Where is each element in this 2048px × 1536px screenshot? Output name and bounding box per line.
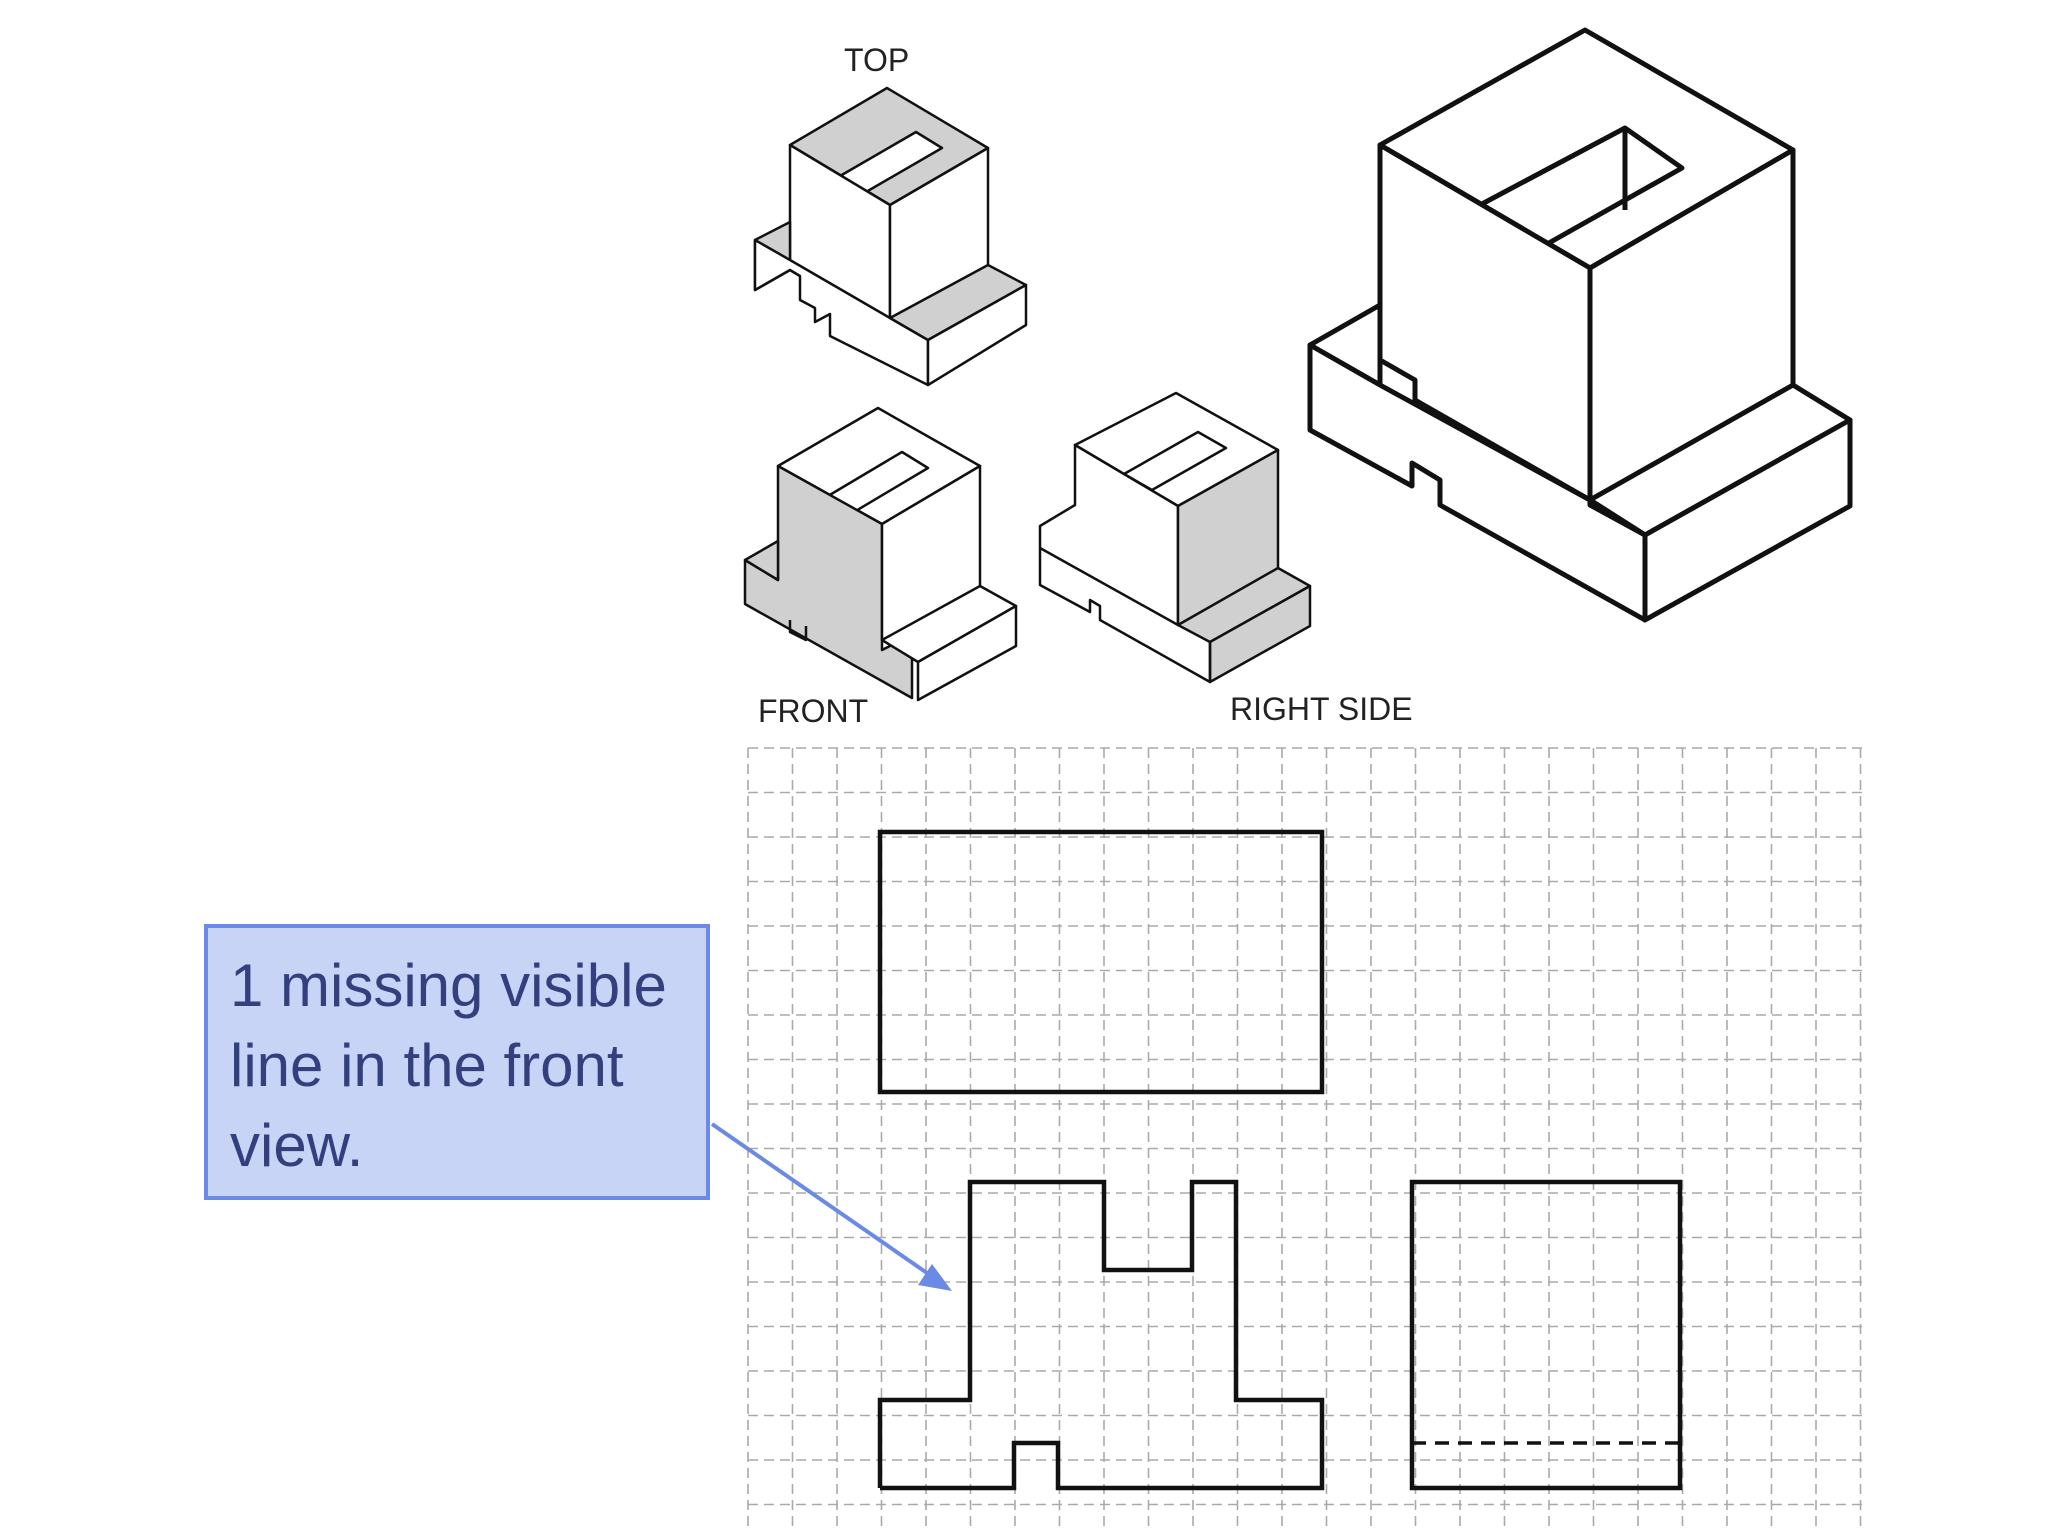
iso-large-left-base (1307, 342, 1648, 623)
iso-front-base-right (916, 604, 1018, 702)
callout-text: 1 missing visible line in the front view… (230, 952, 667, 1179)
ortho-top-view (877, 829, 1325, 1095)
ortho-front-view (877, 1179, 1325, 1491)
callout-arrow (710, 1122, 952, 1291)
iso-front-notch (788, 620, 808, 642)
iso-right-base-left (1038, 548, 1212, 684)
iso-large-base-edge (1588, 497, 1647, 538)
iso-large-right-base-front (1642, 417, 1853, 623)
iso-view-right (1038, 391, 1312, 684)
ortho-right-view (1409, 1179, 1683, 1491)
label-right-side: RIGHT SIDE (1230, 691, 1413, 727)
arrowhead-icon (918, 1264, 952, 1291)
label-front: FRONT (758, 693, 868, 729)
iso-view-large (1307, 27, 1853, 623)
iso-top-left-base-front (753, 238, 930, 387)
callout-box: 1 missing visible line in the front view… (204, 924, 710, 1200)
label-top: TOP (844, 42, 909, 78)
orthographic-grid (747, 747, 1866, 1530)
iso-front-left-shoulder (743, 539, 780, 582)
iso-view-top (753, 86, 1028, 387)
iso-top-right-base-front (926, 283, 1028, 387)
iso-view-front (743, 406, 1018, 702)
